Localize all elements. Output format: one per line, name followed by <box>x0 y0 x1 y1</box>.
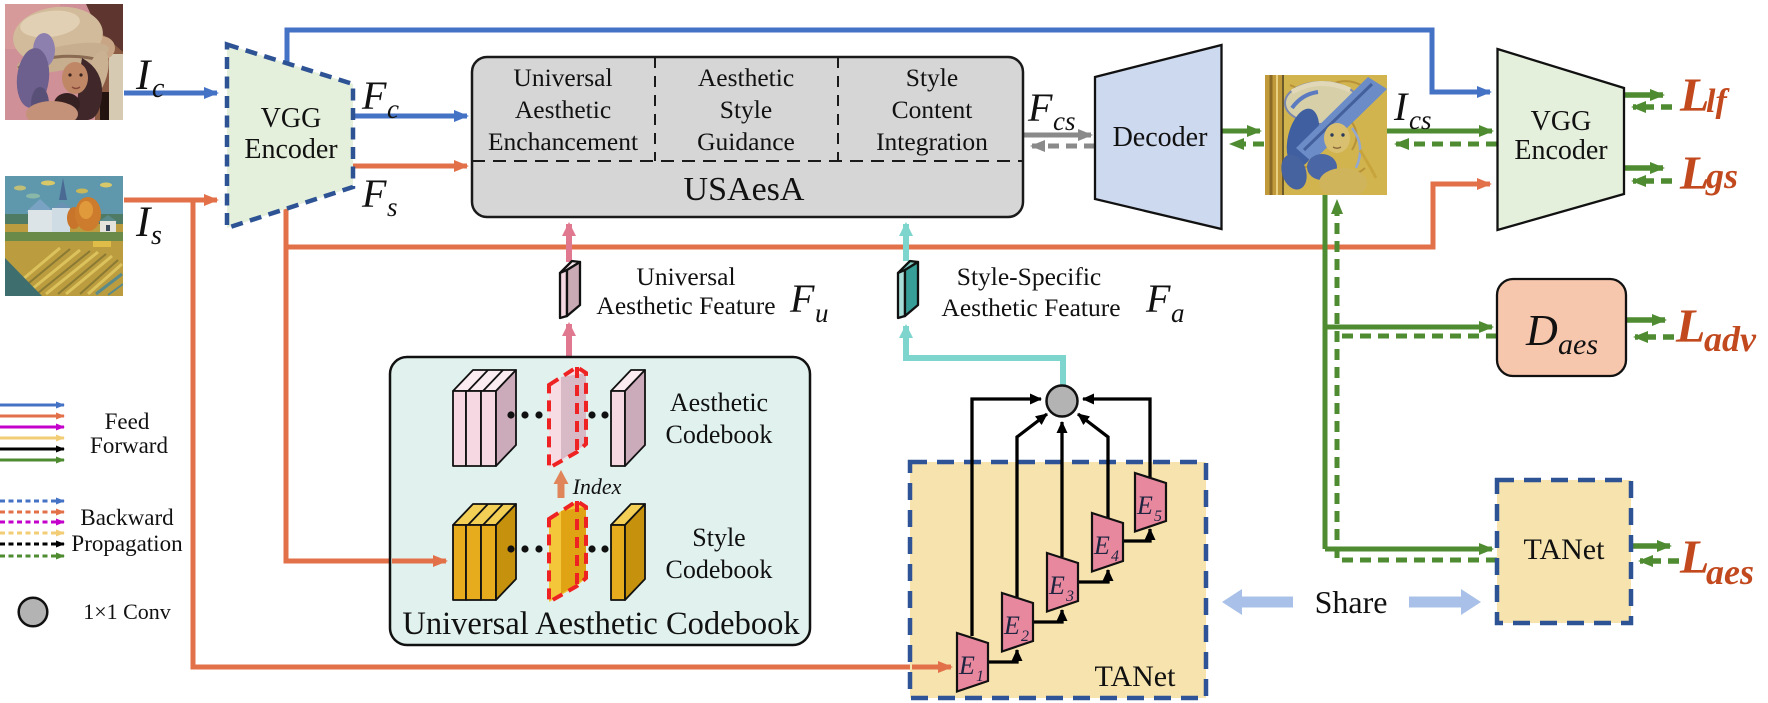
svg-text:Content: Content <box>892 95 973 124</box>
svg-text:VGG: VGG <box>261 103 322 134</box>
svg-text:E: E <box>1093 531 1110 560</box>
svg-text:USAesA: USAesA <box>684 171 805 208</box>
svg-text:L: L <box>1679 531 1709 584</box>
svg-text:E: E <box>1003 611 1020 640</box>
svg-text:Style-Specific: Style-Specific <box>957 262 1101 291</box>
svg-text:E: E <box>1048 571 1065 600</box>
svg-text:1: 1 <box>976 668 984 685</box>
svg-text:5: 5 <box>1154 508 1162 525</box>
svg-text:I: I <box>1393 84 1409 129</box>
svg-text:Encoder: Encoder <box>244 134 338 165</box>
svg-text:I: I <box>135 199 152 246</box>
svg-text:c: c <box>387 94 399 124</box>
svg-text:Aesthetic: Aesthetic <box>698 63 794 92</box>
svg-text:Propagation: Propagation <box>71 531 183 556</box>
svg-text:Guidance: Guidance <box>697 127 795 156</box>
svg-text:TANet: TANet <box>1524 533 1606 566</box>
svg-text:c: c <box>152 73 165 104</box>
svg-text:4: 4 <box>1111 548 1119 565</box>
svg-text:Index: Index <box>572 474 622 499</box>
svg-text:aes: aes <box>1558 328 1598 361</box>
svg-text:lf: lf <box>1706 83 1730 120</box>
svg-text:L: L <box>1675 300 1705 353</box>
svg-text:F: F <box>361 171 387 216</box>
svg-text:s: s <box>151 220 162 251</box>
svg-text:Aesthetic Feature: Aesthetic Feature <box>941 293 1120 322</box>
svg-text:F: F <box>1145 276 1171 321</box>
svg-text:s: s <box>387 192 398 222</box>
svg-text:L: L <box>1679 69 1709 122</box>
svg-text:Style: Style <box>720 95 772 124</box>
svg-text:TANet: TANet <box>1095 660 1177 693</box>
svg-text:Codebook: Codebook <box>666 420 773 449</box>
svg-text:Feed: Feed <box>105 409 150 434</box>
svg-text:Style: Style <box>906 63 958 92</box>
svg-text:u: u <box>815 298 829 328</box>
svg-text:cs: cs <box>1409 105 1432 135</box>
svg-text:gs: gs <box>1705 156 1738 196</box>
svg-text:aes: aes <box>1706 552 1754 592</box>
svg-text:Decoder: Decoder <box>1113 122 1209 153</box>
svg-text:I: I <box>135 52 152 99</box>
svg-text:Aesthetic: Aesthetic <box>670 388 768 417</box>
svg-text:Share: Share <box>1315 584 1388 620</box>
svg-text:VGG: VGG <box>1531 106 1592 137</box>
svg-text:a: a <box>1171 298 1185 328</box>
svg-text:Aesthetic: Aesthetic <box>515 95 611 124</box>
svg-text:Universal: Universal <box>636 262 735 291</box>
svg-text:adv: adv <box>1704 319 1757 359</box>
svg-text:cs: cs <box>1053 106 1076 136</box>
svg-text:Universal Aesthetic Codebook: Universal Aesthetic Codebook <box>402 606 800 642</box>
svg-text:Enchancement: Enchancement <box>488 127 638 156</box>
svg-text:Universal: Universal <box>513 63 612 92</box>
svg-text:Backward: Backward <box>80 505 174 530</box>
svg-text:3: 3 <box>1065 588 1074 605</box>
svg-text:Integration: Integration <box>876 127 988 156</box>
svg-text:1×1 Conv: 1×1 Conv <box>83 599 171 624</box>
svg-text:Aesthetic Feature: Aesthetic Feature <box>596 291 775 320</box>
svg-text:Style: Style <box>692 523 745 552</box>
svg-text:2: 2 <box>1021 628 1029 645</box>
svg-text:Codebook: Codebook <box>666 555 773 584</box>
svg-text:E: E <box>1136 491 1153 520</box>
svg-text:E: E <box>958 651 975 680</box>
svg-text:F: F <box>361 73 387 118</box>
svg-text:F: F <box>1027 85 1053 130</box>
svg-text:L: L <box>1679 147 1709 200</box>
svg-text:Forward: Forward <box>90 433 168 458</box>
svg-text:Encoder: Encoder <box>1514 135 1608 166</box>
svg-text:D: D <box>1525 306 1558 355</box>
svg-text:F: F <box>789 276 815 321</box>
